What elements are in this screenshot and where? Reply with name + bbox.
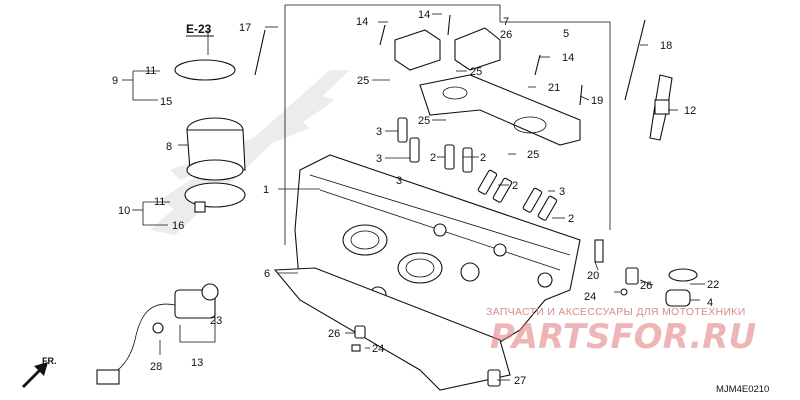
callout-6: 6 [264, 268, 270, 280]
combustion-port-front [342, 224, 388, 256]
callout-25: 25 [418, 115, 430, 127]
callouts: 1 2 2 2 2 3 3 3 3 4 5 6 7 8 9 10 11 11 1… [112, 9, 719, 387]
callout-18: 18 [660, 40, 672, 52]
callout-19: 19 [591, 95, 603, 107]
callout-26: 26 [640, 280, 652, 292]
callout-2: 2 [568, 213, 574, 225]
callout-1: 1 [263, 184, 269, 196]
camshaft-holders [394, 27, 501, 71]
diagram-code: MJM4E0210 [716, 384, 769, 395]
callout-25: 25 [470, 66, 482, 78]
callout-11: 11 [154, 196, 165, 208]
head-gasket [273, 267, 511, 391]
callout-15: 15 [160, 96, 172, 108]
callout-13: 13 [191, 357, 203, 369]
callout-14: 14 [562, 52, 574, 64]
callout-7: 7 [503, 16, 509, 28]
callout-25: 25 [357, 75, 369, 87]
callout-14: 14 [418, 9, 430, 21]
callout-5: 5 [563, 28, 569, 40]
cam-bracket [419, 74, 581, 146]
callout-23: 23 [210, 315, 222, 327]
callout-8: 8 [166, 141, 172, 153]
callout-12: 12 [684, 105, 696, 117]
callout-22: 22 [707, 279, 719, 291]
callout-26: 26 [328, 328, 340, 340]
callout-11: 11 [145, 65, 156, 77]
leader-lines [122, 13, 705, 381]
callout-3: 3 [376, 126, 382, 138]
callout-20: 20 [587, 270, 599, 282]
callout-21: 21 [548, 82, 560, 94]
callout-2: 2 [512, 180, 518, 192]
combustion-port-rear [397, 252, 443, 284]
callout-10: 10 [118, 205, 130, 217]
callout-17: 17 [239, 22, 251, 34]
small-parts-right [351, 239, 698, 387]
bolts [254, 14, 646, 106]
watermark-text: ЗАПЧАСТИ И АКСЕССУАРЫ ДЛЯ МОТОТЕХНИКИ [486, 306, 746, 318]
callout-2: 2 [480, 152, 486, 164]
callout-3: 3 [396, 175, 402, 187]
callout-28: 28 [150, 361, 162, 373]
callout-3: 3 [559, 186, 565, 198]
callout-3: 3 [376, 153, 382, 165]
callout-25: 25 [527, 149, 539, 161]
callout-14: 14 [356, 16, 368, 28]
callout-24: 24 [584, 291, 596, 303]
valve-guides [397, 117, 558, 221]
callout-26: 26 [500, 29, 512, 41]
callout-4: 4 [707, 297, 713, 309]
callout-24: 24 [372, 343, 384, 355]
intake-boot [174, 59, 246, 213]
callout-16: 16 [172, 220, 184, 232]
reference-label: E-23 [186, 22, 212, 36]
direction-label: FR. [42, 356, 57, 366]
front-direction-arrow: FR. [22, 356, 57, 388]
spark-plug [649, 74, 673, 141]
callout-27: 27 [514, 375, 526, 387]
callout-9: 9 [112, 75, 118, 87]
sensor-assembly [96, 283, 219, 385]
watermark-logo: PARTSFOR.RU [490, 317, 756, 357]
assembly-outline [284, 4, 611, 245]
callout-2: 2 [430, 152, 436, 164]
